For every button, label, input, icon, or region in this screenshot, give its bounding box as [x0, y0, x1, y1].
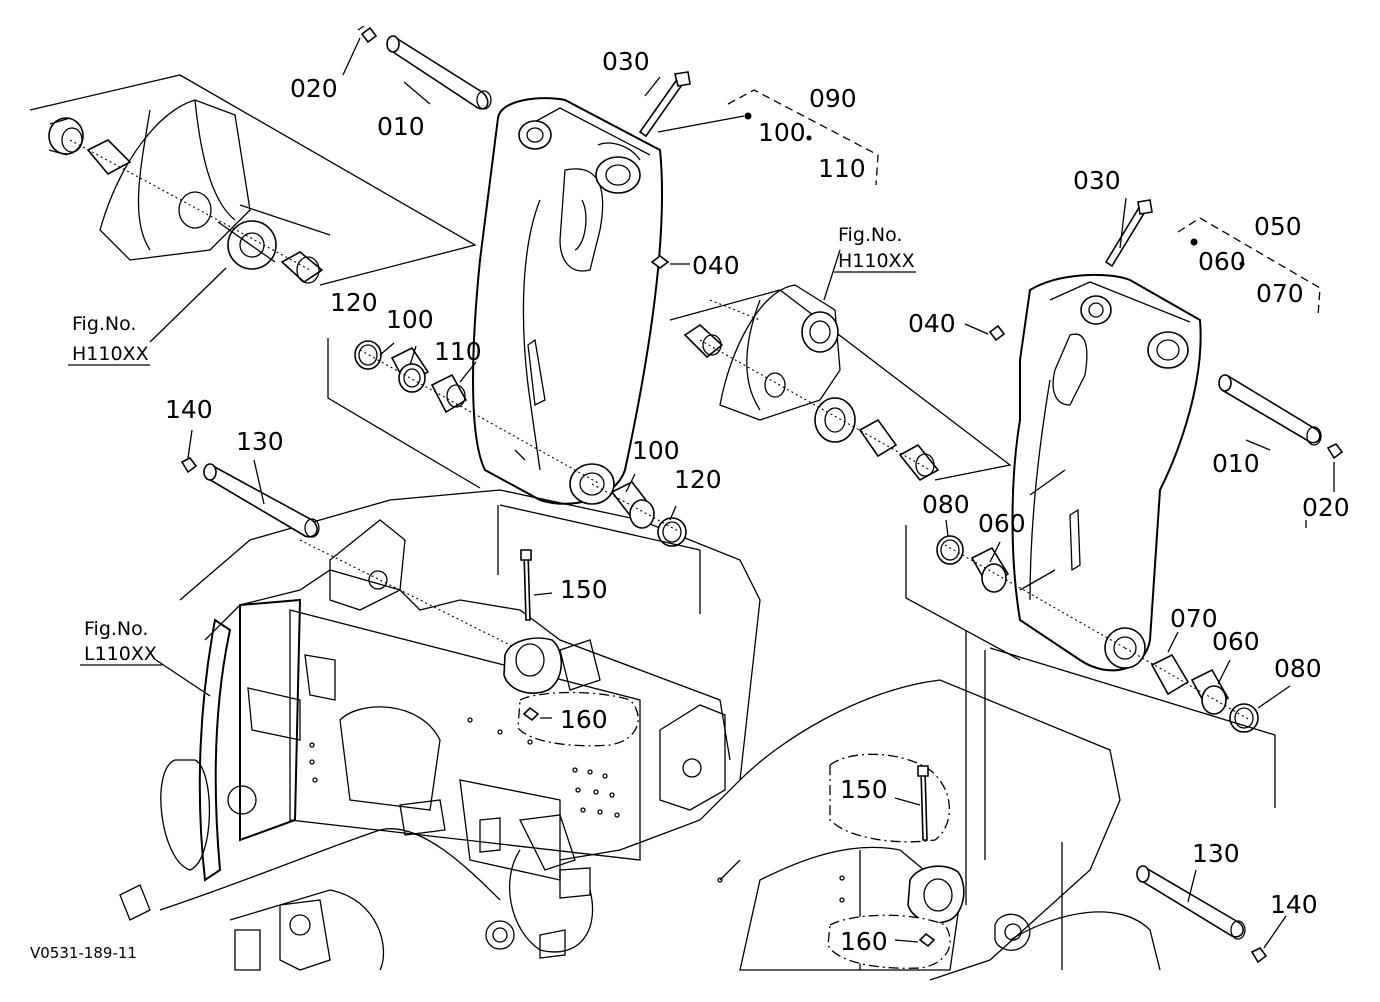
figref-title: Fig.No. — [72, 313, 136, 335]
figref-left-top[interactable]: Fig.No. H110XX — [68, 313, 150, 366]
callout-120: 120 — [674, 465, 722, 494]
right-parts — [827, 199, 1344, 970]
left-parts — [180, 25, 701, 747]
callout-labels: 020 010 030 090 100 110 040 120 100 110 … — [165, 47, 1350, 956]
callout-070: 070 — [1256, 279, 1304, 308]
callout-030: 030 — [602, 47, 650, 76]
callout-040: 040 — [908, 309, 956, 338]
figref-code: L110XX — [84, 643, 157, 665]
callout-020: 020 — [290, 74, 338, 103]
callout-140: 140 — [1270, 890, 1318, 919]
callout-160: 160 — [560, 705, 608, 734]
left-lift-arm — [472, 97, 663, 505]
callout-060: 060 — [978, 509, 1026, 538]
callout-060: 060 — [1212, 627, 1260, 656]
figref-left-bottom[interactable]: Fig.No. L110XX — [80, 618, 162, 666]
figref-middle[interactable]: Fig.No. H110XX — [834, 224, 916, 273]
callout-100: 100 — [386, 305, 434, 334]
callout-150: 150 — [840, 775, 888, 804]
callout-160: 160 — [840, 927, 888, 956]
middle-mount-bracket — [669, 284, 1012, 482]
frame-holes — [309, 717, 845, 903]
callout-090: 090 — [809, 84, 857, 113]
drawing-code: V0531-189-11 — [30, 944, 137, 962]
figref-code: H110XX — [838, 250, 915, 272]
set-brackets — [727, 89, 1321, 317]
callout-050: 050 — [1254, 212, 1302, 241]
callout-040: 040 — [692, 251, 740, 280]
callout-100: 100 — [632, 436, 680, 465]
figref-code: H110XX — [72, 343, 149, 365]
callout-030: 030 — [1073, 166, 1121, 195]
callout-060: 060 — [1198, 247, 1246, 276]
figref-title: Fig.No. — [838, 224, 902, 246]
callout-130: 130 — [1192, 839, 1240, 868]
callout-070: 070 — [1170, 604, 1218, 633]
callout-140: 140 — [165, 395, 213, 424]
figref-title: Fig.No. — [84, 618, 148, 640]
callout-080: 080 — [922, 490, 970, 519]
leader-lines — [149, 37, 1335, 949]
callout-120: 120 — [330, 288, 378, 317]
callout-150: 150 — [560, 575, 608, 604]
callout-010: 010 — [1212, 449, 1260, 478]
left-mount-bracket — [29, 74, 477, 286]
chassis-frame — [119, 489, 1161, 981]
callout-010: 010 — [377, 112, 425, 141]
callout-080: 080 — [1274, 654, 1322, 683]
callout-110: 110 — [818, 154, 866, 183]
callout-100: 100 — [758, 118, 806, 147]
callout-020: 020 — [1302, 493, 1350, 522]
callout-130: 130 — [236, 427, 284, 456]
callout-110: 110 — [434, 337, 482, 366]
